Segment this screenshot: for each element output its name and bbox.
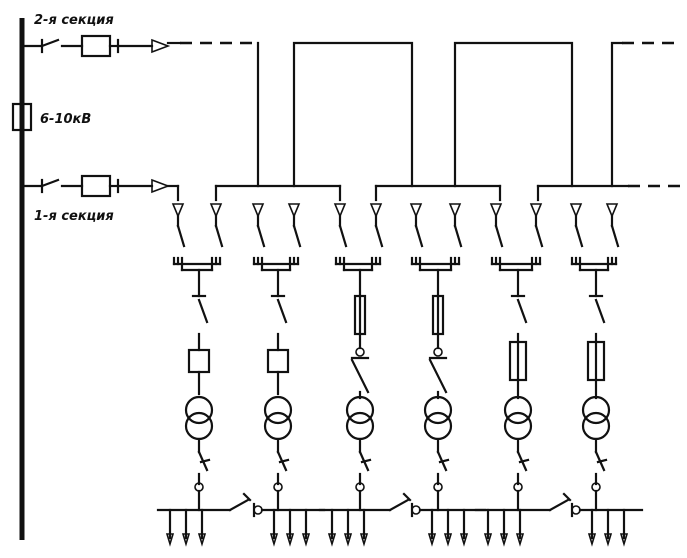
arrow-icon: [165, 533, 175, 547]
transformer-winding-icon: [184, 395, 214, 425]
cable-end-icon: [287, 203, 301, 219]
load-switch: [453, 224, 463, 248]
feeder-section1: [20, 174, 180, 198]
transformer-winding-icon: [423, 411, 453, 441]
tie-contact-icon: [571, 505, 581, 515]
main-bus: [11, 18, 33, 540]
load-switch: [610, 224, 620, 248]
arrow-icon: [181, 533, 191, 547]
cable-end-icon: [409, 203, 423, 219]
arrow-icon: [483, 533, 493, 547]
transformer-winding-icon: [184, 411, 214, 441]
tie-contact-icon: [411, 505, 421, 515]
arrow-icon: [301, 533, 311, 547]
arrow-icon: [443, 533, 453, 547]
disconnector: [594, 298, 606, 324]
arrow-icon: [285, 533, 295, 547]
arrow-icon: [343, 533, 353, 547]
arrow-icon: [603, 533, 613, 547]
cable-end-icon: [171, 203, 185, 219]
cable-end-icon: [333, 203, 347, 219]
upper-ring: [256, 41, 680, 188]
disconnector: [197, 298, 209, 324]
arrow-icon: [197, 533, 207, 547]
cable-end-icon: [489, 203, 503, 219]
arrow-icon: [459, 533, 469, 547]
cable-end-icon: [209, 203, 223, 219]
transformer-winding-icon: [503, 411, 533, 441]
section2-label: 2-я секция: [34, 13, 114, 28]
earthing-icon: [355, 347, 365, 357]
load-switch: [256, 224, 266, 248]
cable-end-icon: [251, 203, 265, 219]
transformer-winding-icon: [263, 395, 293, 425]
arrow-icon: [515, 533, 525, 547]
arrow-icon: [619, 533, 629, 547]
load-switch: [574, 224, 584, 248]
arrow-icon: [427, 533, 437, 547]
voltage-label: 6-10кВ: [40, 112, 91, 127]
feeder-section2: [20, 34, 258, 58]
breaker-box: [187, 348, 211, 374]
earthing-icon: [433, 347, 443, 357]
transformer-winding-icon: [581, 395, 611, 425]
arrow-icon: [359, 533, 369, 547]
arrow-icon: [327, 533, 337, 547]
transformer-winding-icon: [423, 395, 453, 425]
tie-switch: [228, 498, 250, 512]
disconnector: [276, 298, 288, 324]
load-switch: [374, 224, 384, 248]
load-switch: [494, 224, 504, 248]
tie-switch: [548, 498, 570, 512]
transformer-winding-icon: [503, 395, 533, 425]
disconnector: [350, 358, 370, 394]
cable-end-icon: [448, 203, 462, 219]
lower-ring: [176, 184, 680, 202]
load-switch: [292, 224, 302, 248]
cable-end-icon: [605, 203, 619, 219]
transformer-winding-icon: [345, 395, 375, 425]
cable-end-icon: [369, 203, 383, 219]
breaker-box: [266, 348, 290, 374]
load-switch: [414, 224, 424, 248]
transformer-winding-icon: [345, 411, 375, 441]
disconnector: [428, 358, 448, 394]
load-switch: [214, 224, 224, 248]
transformer-winding-icon: [581, 411, 611, 441]
disconnector: [516, 298, 528, 324]
arrow-icon: [499, 533, 509, 547]
tie-switch: [388, 498, 410, 512]
load-switch: [176, 224, 186, 248]
cable-end-icon: [529, 203, 543, 219]
tie-contact-icon: [253, 505, 263, 515]
load-switch: [534, 224, 544, 248]
substations: [156, 203, 644, 547]
cable-end-icon: [569, 203, 583, 219]
arrow-icon: [587, 533, 597, 547]
section1-label: 1-я секция: [34, 209, 114, 224]
transformer-winding-icon: [263, 411, 293, 441]
load-switch: [338, 224, 348, 248]
arrow-icon: [269, 533, 279, 547]
